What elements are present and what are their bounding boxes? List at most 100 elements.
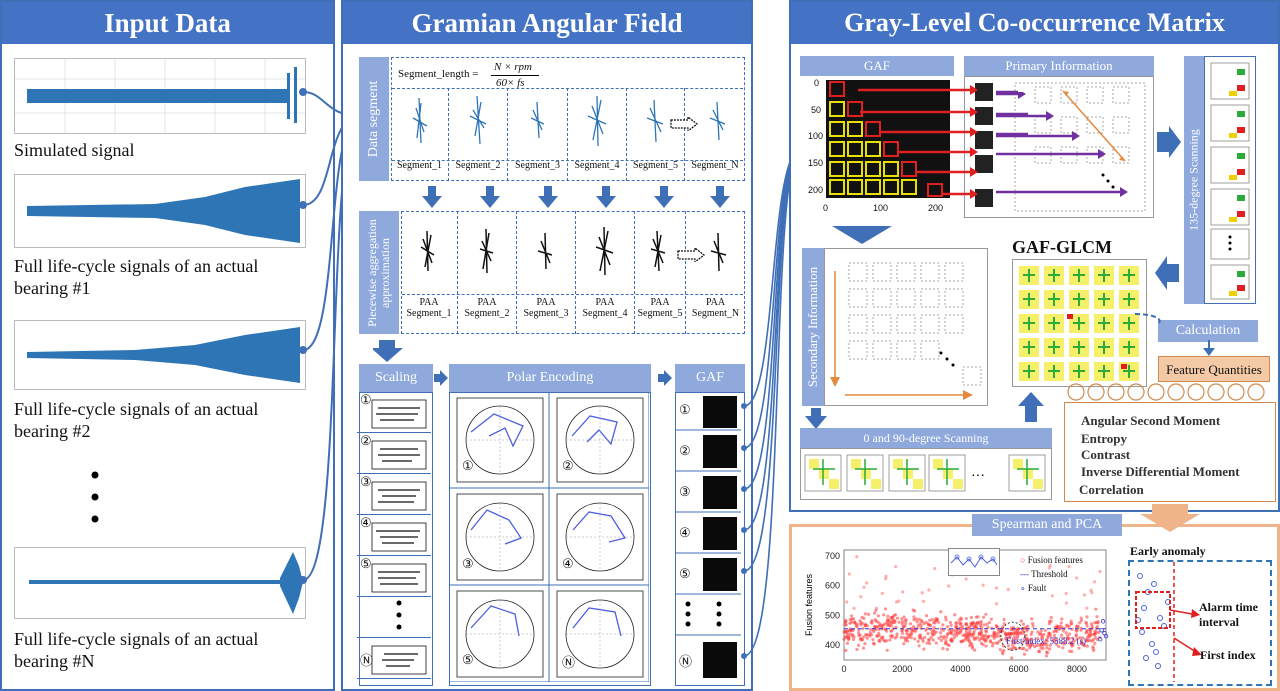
fusion-point [1093,641,1097,646]
fusion-point [1083,644,1087,648]
fusion-point [1095,637,1099,641]
fusion-point [902,642,906,646]
polar-index-3: ③ [462,556,474,571]
fusion-point [949,623,953,627]
fusion-point [949,637,953,641]
segment-2: Segment_2 [449,88,508,181]
scan090-yellow [903,469,913,479]
fusion-point [1037,649,1042,654]
scan090-cross [937,459,959,485]
fusion-point [871,637,875,642]
fusion-point [1036,630,1040,634]
fusion-outlier [1047,566,1051,570]
fusion-point [844,623,848,627]
fusion-point [887,624,892,628]
fusion-point [927,638,931,642]
fusion-point [981,633,985,638]
polar-index-n: Ⓝ [562,655,576,670]
fusion-point [1074,633,1078,637]
gaf-index-4: ④ [679,525,691,540]
fusion-outlier [884,577,888,581]
scan090-yellow [893,459,903,469]
fusion-point [1007,631,1011,635]
fusion-point [876,614,880,618]
fusion-point [924,614,929,618]
fusion-point [1026,639,1031,643]
fusion-outlier [865,581,869,585]
gafglcm-cross [1098,293,1110,306]
legend-threshold-marker-icon: --- [1020,569,1029,579]
fusion-point [931,638,935,642]
gaf-column [675,392,745,686]
scan090-cross [1017,459,1039,485]
fusion-point [1067,636,1071,641]
fusion-point [1068,640,1073,645]
calc-connectors [1134,313,1215,356]
y-tick-label: 500 [825,610,840,620]
scaling-row [357,638,431,679]
paa-arrow-dotted-icon [677,248,705,262]
scan090-yellow [1013,459,1023,469]
fusion-point [915,620,919,624]
fusion-point [1060,641,1064,645]
fusion-point [862,635,866,639]
fusion-point [845,641,850,645]
fusion-point [1085,644,1089,648]
fusion-point [1067,624,1071,628]
scaling-index-2: ② [360,433,372,448]
down-arrow-scan090 [805,408,827,429]
fusion-point [1059,633,1064,637]
fusion-point [1047,619,1051,624]
fusion-point [861,646,866,650]
fusion-point [1053,640,1057,644]
fusion-point [1084,620,1088,624]
fusion-outlier [927,588,931,592]
fusion-point [1094,630,1098,634]
fusion-point [1052,636,1056,640]
fusion-outlier [894,600,899,604]
fusion-point [1001,652,1005,656]
fusion-point [947,628,951,632]
early-anomaly-title: Early anomaly [1130,544,1206,558]
fusion-outlier [1090,591,1094,595]
fusion-point [970,646,975,650]
gafglcm-cross [1048,365,1060,378]
fusion-point [886,617,890,622]
fusion-point [1037,632,1042,636]
fusion-point [1021,622,1025,626]
fusion-outlier [920,591,924,595]
input-data-title: Input Data [2,2,333,44]
fusion-point [1039,646,1043,650]
gafglcm-cross [1123,293,1135,306]
fusion-outlier [894,564,898,569]
feature-asm: Angular Second Moment [1081,413,1221,428]
down-arrow-scaling [373,340,403,362]
gafglcm-cross [1048,317,1060,330]
fusion-point [1079,618,1084,623]
fusion-point [1016,635,1020,639]
fusion-point [888,638,892,642]
fusion-point [1025,637,1029,641]
fusion-point [918,633,923,637]
fusion-point [869,627,873,632]
fusion-point [945,647,949,651]
fusion-point [893,620,897,625]
fusion-point [908,633,912,637]
y-tick-label: 600 [825,581,840,591]
fusion-point [984,644,988,648]
gafglcm-cross [1098,269,1110,282]
fusion-point [953,630,958,635]
fusion-point [1002,617,1006,622]
gaf-tick-y-0: 0 [814,78,820,88]
fusion-point [905,632,909,636]
fusion-point [917,617,921,621]
fault-point [1103,634,1109,639]
caption-bearing1: Full life-cycle signals of an actual bea… [14,256,259,298]
gafglcm-title: GAF-GLCM [1012,237,1112,257]
scan090-yellow [913,479,923,489]
fusion-point [1090,639,1094,643]
fusion-outlier [1098,569,1102,574]
gafglcm-cross [1073,341,1085,354]
fusion-point [1064,631,1068,635]
spearman-label: Spearman and PCA [972,514,1122,536]
